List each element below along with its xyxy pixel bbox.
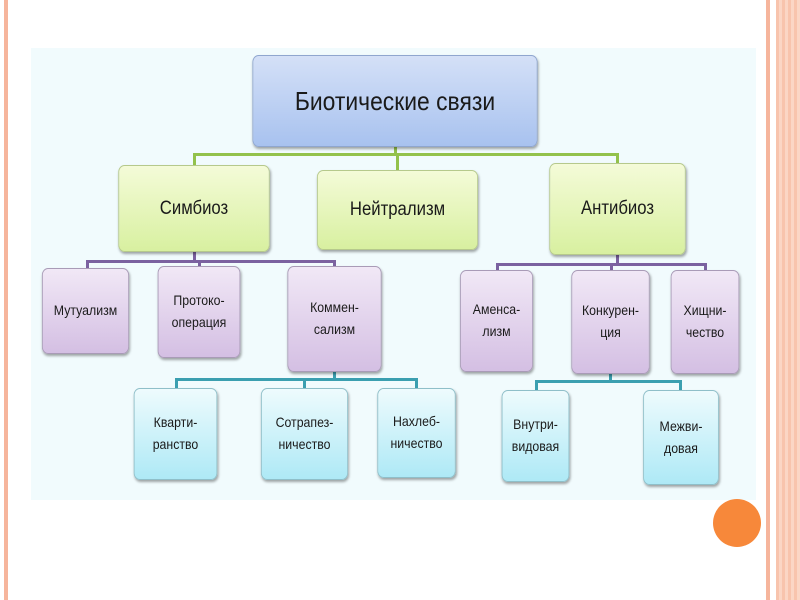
connector: [496, 263, 707, 266]
connector: [303, 378, 306, 388]
connector: [394, 145, 397, 155]
connector: [679, 380, 682, 390]
connector: [610, 263, 613, 270]
node-neutralism: Нейтрализм: [316, 170, 479, 250]
connector: [333, 260, 336, 266]
node-mutualism: Мутуализм: [41, 268, 130, 354]
connector: [496, 263, 499, 270]
connector: [193, 250, 196, 261]
node-inquilinism: Кварти- ранство: [133, 388, 218, 480]
node-competition: Конкурен- ция: [571, 270, 650, 374]
connector: [535, 380, 538, 390]
connector: [704, 263, 707, 270]
node-commensal-feeding: Сотрапез- ничество: [260, 388, 349, 480]
node-protocooperation: Протоко- операция: [157, 266, 241, 358]
node-symbiosis: Симбиоз: [118, 165, 270, 252]
connector: [175, 378, 418, 381]
node-freeloading: Нахлеб- ничество: [377, 388, 456, 478]
node-predation: Хищни- чество: [670, 270, 740, 374]
connector: [193, 153, 619, 156]
decorative-orange-circle: [713, 499, 761, 547]
node-biotic-relations: Биотические связи: [252, 55, 538, 147]
connector: [396, 153, 399, 170]
connector: [86, 260, 89, 268]
slide-border-left: [4, 0, 8, 600]
connector: [198, 260, 201, 266]
connector: [175, 378, 178, 388]
node-intraspecific: Внутри- видовая: [501, 390, 570, 482]
connector: [616, 153, 619, 163]
connector: [609, 372, 612, 382]
node-interspecific: Межви- довая: [643, 390, 719, 485]
connector: [193, 153, 196, 165]
connector: [86, 260, 336, 263]
connector: [616, 253, 619, 264]
slide-border-stripes: [776, 0, 800, 600]
connector: [415, 378, 418, 388]
connector: [535, 380, 682, 383]
slide-border-right: [766, 0, 770, 600]
connector: [333, 370, 336, 380]
node-antibiosis: Антибиоз: [549, 163, 686, 255]
node-amensalism: Аменса- лизм: [459, 270, 534, 372]
node-commensalism: Коммен- сализм: [287, 266, 382, 372]
